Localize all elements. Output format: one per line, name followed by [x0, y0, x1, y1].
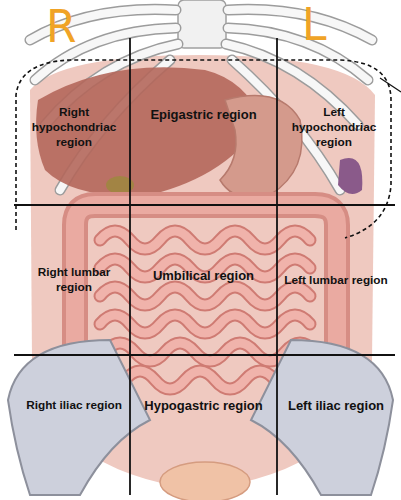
region-cell: Left iliac region — [281, 357, 391, 493]
spleen — [338, 158, 362, 194]
costal-margin — [16, 60, 391, 238]
region-name: Umbilical region — [153, 268, 254, 283]
leader-line — [380, 78, 401, 92]
region-cell: Left lumbar region — [281, 207, 391, 353]
side-marker: R — [46, 4, 77, 50]
region-name: Left hypochondriac region — [281, 105, 387, 150]
region-name: Right iliac region — [26, 398, 122, 413]
region-name: Left lumbar region — [284, 273, 388, 288]
region-name: Right lumbar region — [20, 265, 128, 295]
pelvis-left — [8, 340, 150, 495]
region-cell: Epigastric region — [134, 62, 273, 203]
region-name: Right hypochondriac region — [22, 105, 126, 150]
region-cell: Hypogastric region — [134, 357, 273, 493]
side-marker: L — [302, 2, 327, 48]
region-name: Left iliac region — [288, 398, 384, 413]
bladder — [160, 462, 250, 500]
region-name: Epigastric region — [150, 107, 256, 122]
region-cell: Right hypochondriac region — [22, 62, 126, 203]
region-grid — [14, 38, 395, 495]
region-name: Hypogastric region — [144, 398, 262, 413]
spine — [178, 0, 226, 48]
region-cell: Right iliac region — [20, 357, 128, 493]
pelvis-right — [251, 340, 393, 495]
region-cell: Left hypochondriac region — [281, 62, 387, 203]
region-cell: Right lumbar region — [20, 207, 128, 353]
region-cell: Umbilical region — [134, 207, 273, 353]
